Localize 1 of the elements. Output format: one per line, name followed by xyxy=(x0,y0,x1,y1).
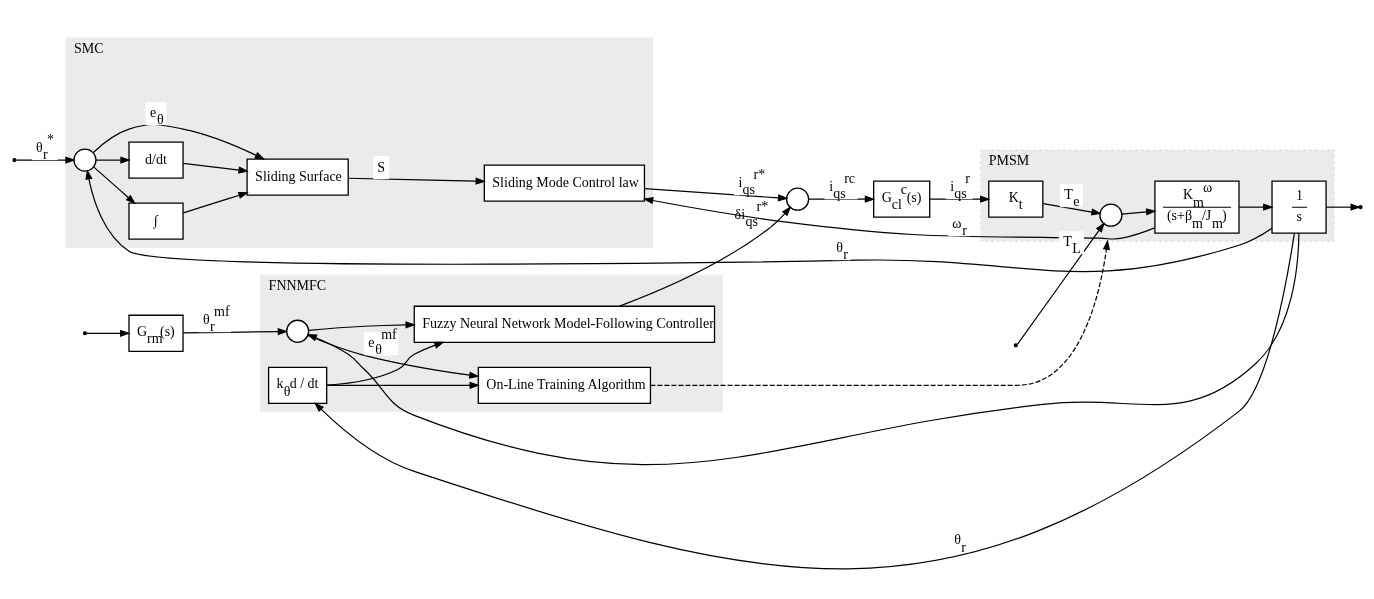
edge-label: S xyxy=(376,159,385,175)
